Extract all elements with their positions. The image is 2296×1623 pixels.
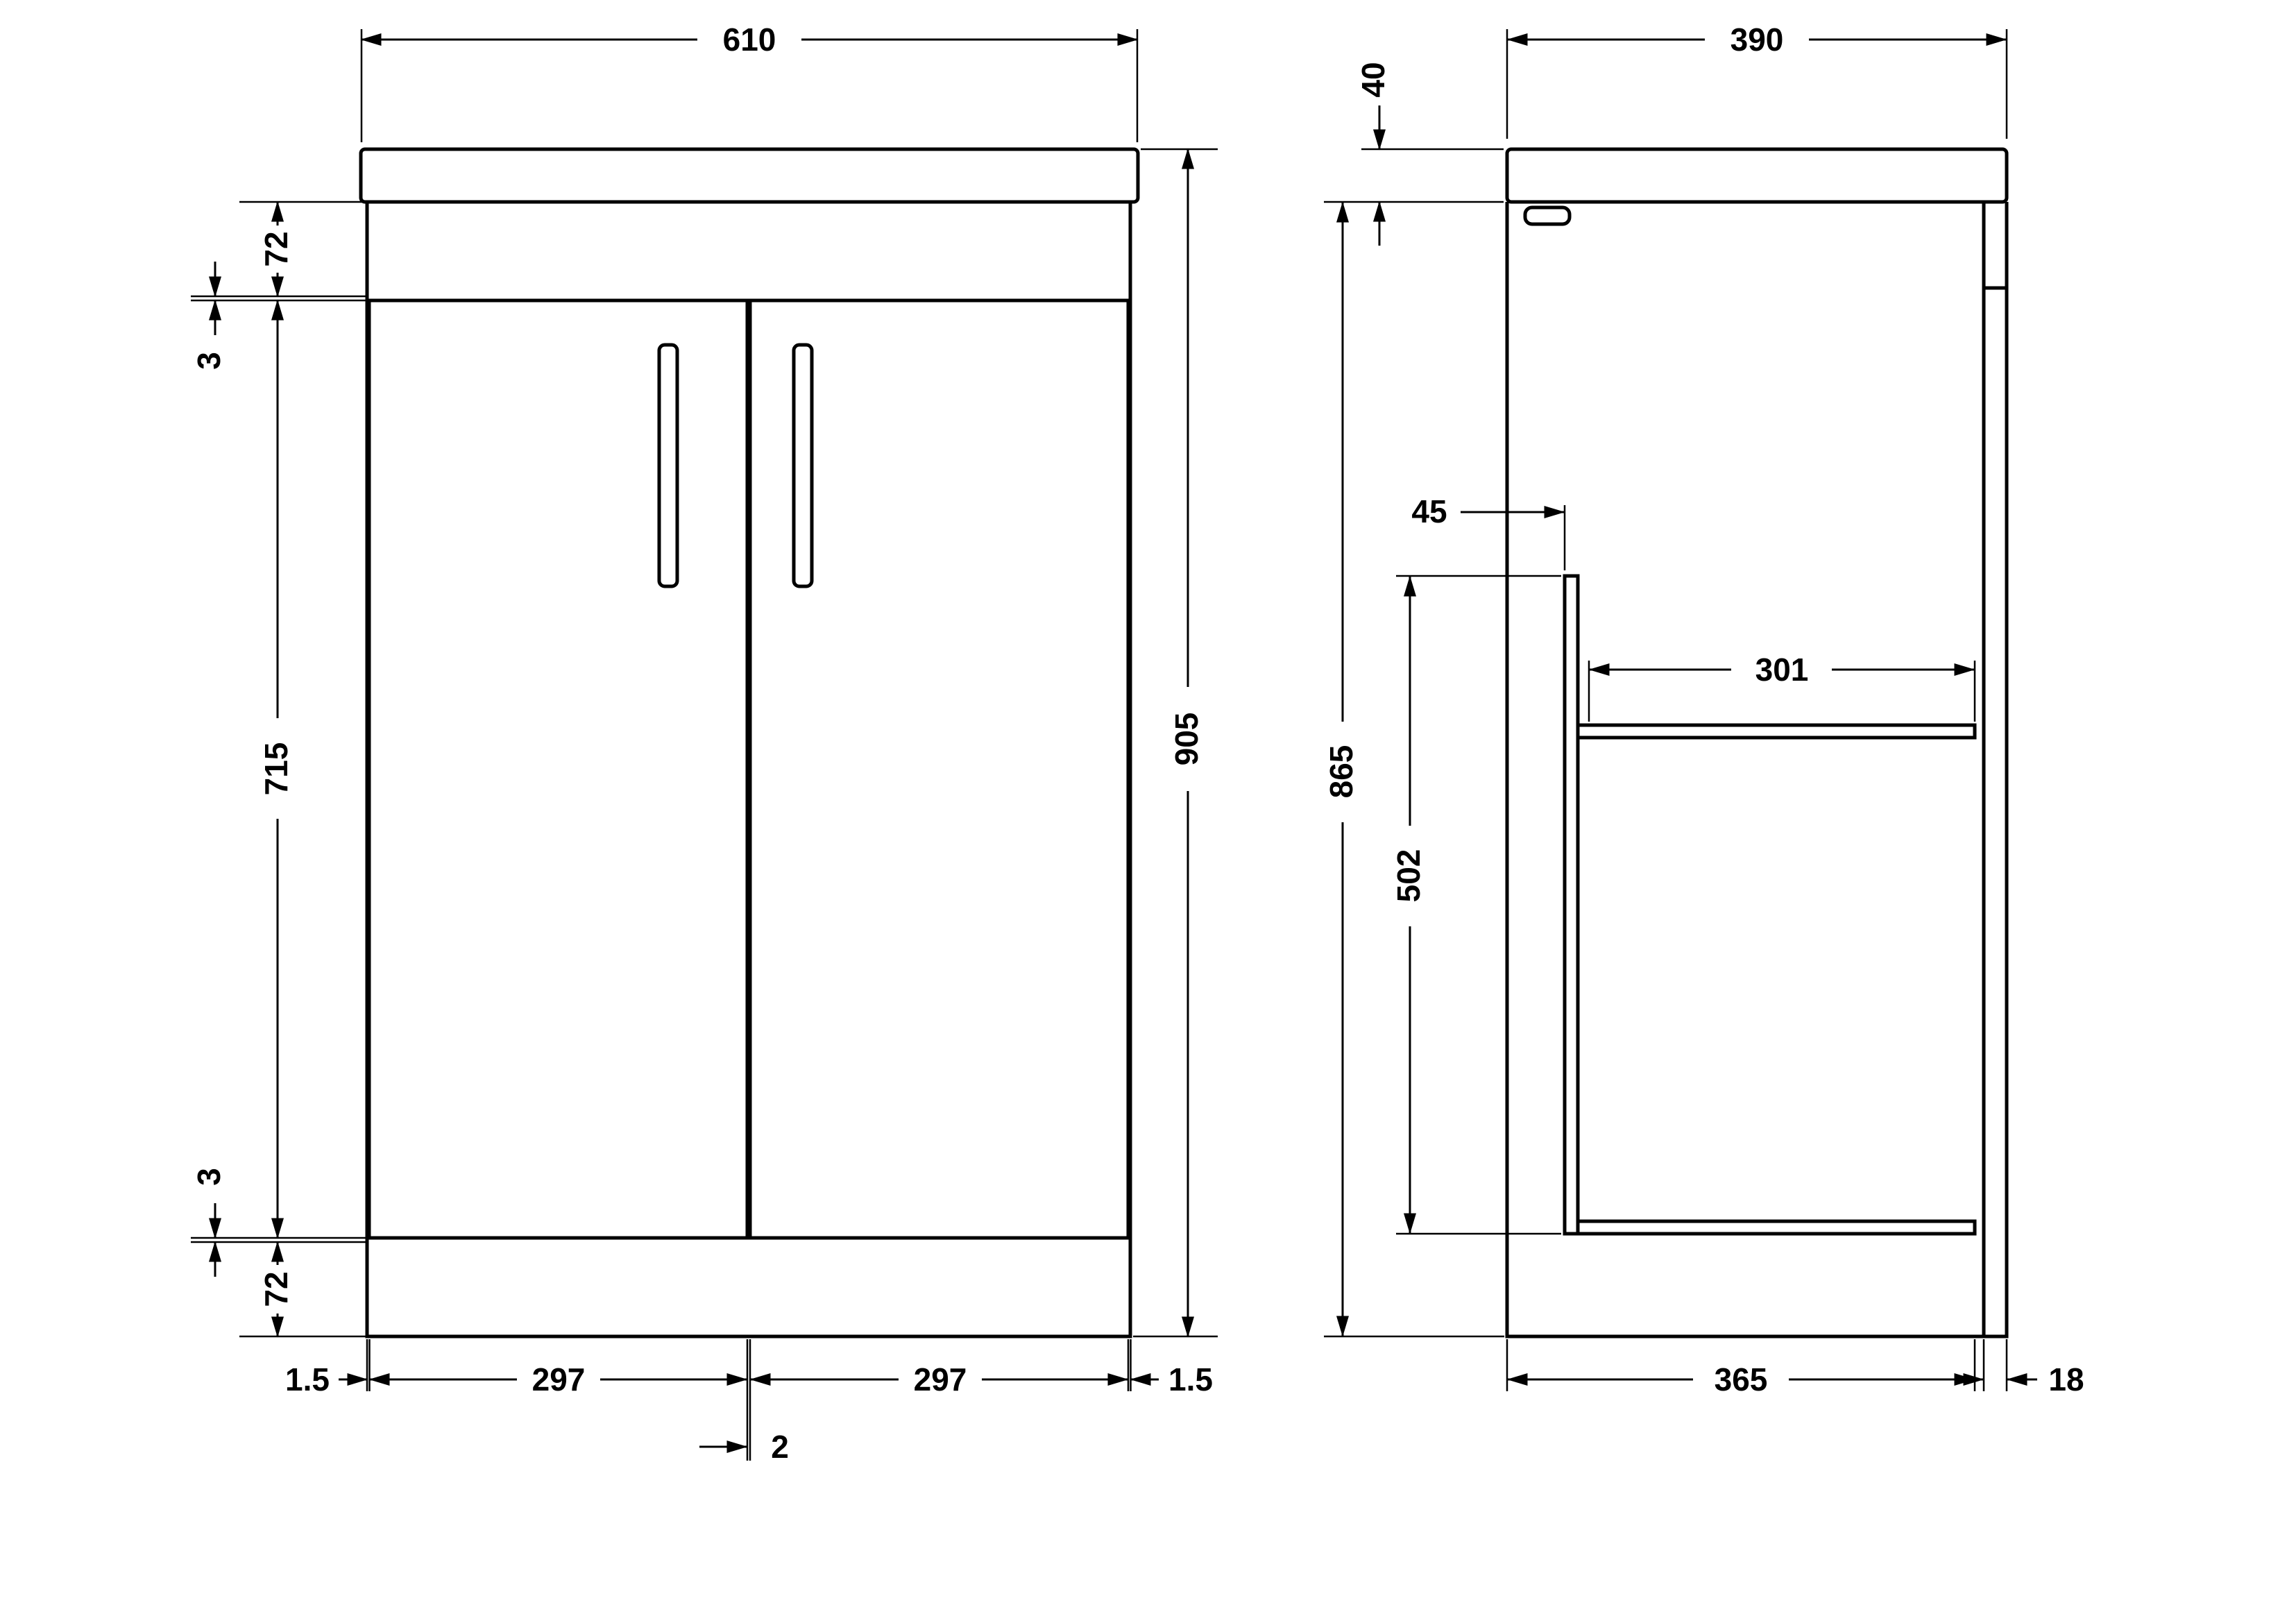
dim-side-worktop-thickness: 40 xyxy=(1355,62,1391,246)
dim-front-door-gap: 2 xyxy=(699,1429,789,1465)
right-door-handle xyxy=(792,343,814,588)
side-interior-panel xyxy=(1563,574,1580,1236)
dim-side-interior-height: 502 xyxy=(1391,575,1427,1234)
left-door-handle xyxy=(657,343,679,588)
dim-3-bottom-label: 3 xyxy=(191,1168,227,1186)
dim-390-label: 390 xyxy=(1730,22,1784,58)
dim-72-top-label: 72 xyxy=(258,231,294,266)
front-left-door xyxy=(367,298,749,1240)
dim-865-label: 865 xyxy=(1323,745,1359,799)
side-overflow-slot xyxy=(1523,205,1572,226)
dim-72-bottom-label: 72 xyxy=(258,1271,294,1307)
dim-front-right-door-width: 297 xyxy=(749,1361,1129,1397)
dim-365-label: 365 xyxy=(1715,1361,1768,1397)
dim-front-top-rail: 72 xyxy=(258,201,294,298)
dim-front-right-edge-gap: 1.5 xyxy=(1130,1361,1213,1397)
side-worktop xyxy=(1505,147,2009,204)
side-bottom-shelf xyxy=(1576,1219,1977,1236)
dim-front-overall-height: 905 xyxy=(1168,148,1205,1338)
dim-18-label: 18 xyxy=(2048,1361,2084,1397)
dim-side-shelf-depth: 301 xyxy=(1588,652,1975,688)
dim-45-label: 45 xyxy=(1411,493,1447,529)
dim-front-door-height: 715 xyxy=(258,299,294,1239)
side-view: 390 40 865 45 502 301 xyxy=(1323,22,2084,1397)
dim-2-label: 2 xyxy=(771,1429,789,1465)
dim-right-margin-label: 1.5 xyxy=(1168,1361,1213,1397)
dim-side-base-depth: 365 xyxy=(1506,1361,1975,1397)
dim-715-label: 715 xyxy=(258,742,294,796)
dim-297-right-label: 297 xyxy=(914,1361,967,1397)
side-carcass-outline xyxy=(1505,202,2009,1339)
dim-side-back-rail: 18 xyxy=(1959,1361,2084,1397)
side-mid-shelf xyxy=(1576,723,1977,740)
dim-side-overall-depth: 390 xyxy=(1506,22,2007,58)
dim-front-left-edge-gap: 1.5 xyxy=(285,1361,368,1397)
dim-front-left-door-width: 297 xyxy=(368,1361,748,1397)
dim-40-label: 40 xyxy=(1355,62,1391,97)
dim-front-top-gap: 3 xyxy=(191,262,227,370)
dim-left-margin-label: 1.5 xyxy=(285,1361,330,1397)
dim-301-label: 301 xyxy=(1755,652,1809,688)
dim-side-carcass-height: 865 xyxy=(1323,201,1359,1337)
dim-502-label: 502 xyxy=(1391,849,1427,903)
dim-610-label: 610 xyxy=(723,22,776,58)
dim-3-top-label: 3 xyxy=(191,352,227,370)
front-worktop xyxy=(359,147,1140,204)
side-extension-lines xyxy=(1324,29,2008,1391)
dim-front-bottom-gap: 3 xyxy=(191,1168,227,1277)
front-view: 610 72 3 715 3 72 xyxy=(191,22,1218,1465)
dim-front-plinth: 72 xyxy=(258,1241,294,1338)
dim-297-left-label: 297 xyxy=(532,1361,586,1397)
dim-front-overall-width: 610 xyxy=(360,22,1139,58)
dim-side-door-offset: 45 xyxy=(1411,493,1565,529)
dim-905-label: 905 xyxy=(1168,713,1205,766)
